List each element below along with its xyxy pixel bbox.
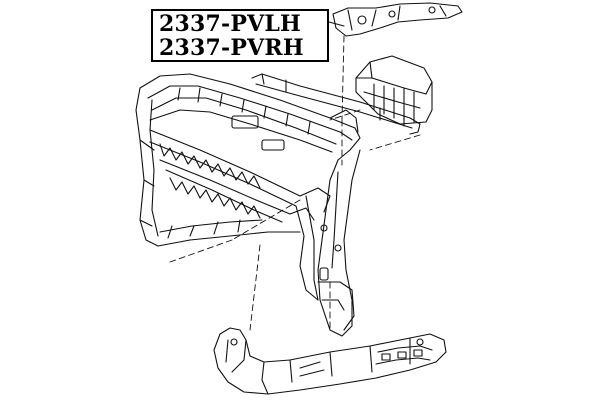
air-guide-part <box>355 55 433 125</box>
radiator-support-frame <box>135 73 361 337</box>
part-number-right-label: 2337-PVRH <box>159 35 304 61</box>
part-number-left-label: 2337-PVLH <box>159 11 302 37</box>
callout-leader-line <box>328 21 345 27</box>
alignment-guides <box>169 35 421 331</box>
headlight-bracket-part <box>332 2 463 37</box>
upper-crossbar <box>251 73 421 135</box>
part-number-callout: 2337-PVLH 2337-PVRH <box>151 9 329 62</box>
lower-bumper-bracket <box>213 327 447 395</box>
